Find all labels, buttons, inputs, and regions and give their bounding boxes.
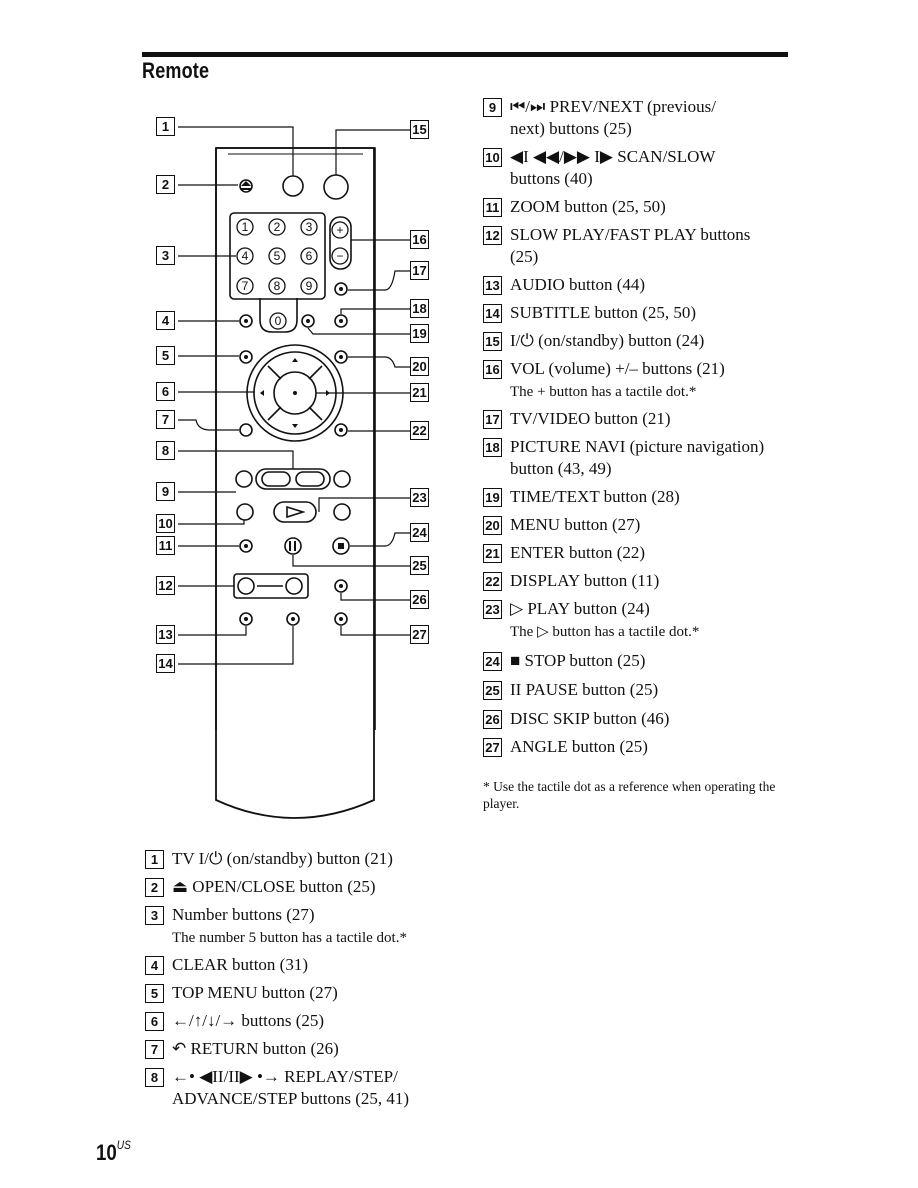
scan-fwd-button [333, 503, 351, 521]
eject-button [239, 179, 253, 193]
callout-left-14: 14 [156, 654, 175, 673]
angle-button [334, 612, 348, 626]
digit-8: 8 [274, 279, 281, 293]
page-number-suffix: US [116, 1138, 131, 1152]
callout-left-7: 7 [156, 410, 175, 429]
callout-left-9: 9 [156, 482, 175, 501]
callout-right-23: 23 [410, 488, 429, 507]
callout-left-11: 11 [156, 536, 175, 555]
remote-outline [215, 147, 375, 819]
time-text-button [301, 314, 315, 328]
callout-left-3: 3 [156, 246, 175, 265]
callout-right-26: 26 [410, 590, 429, 609]
digit-9: 9 [306, 279, 313, 293]
digit-3: 3 [306, 220, 313, 234]
header-rule [142, 52, 788, 57]
callout-right-19: 19 [410, 324, 429, 343]
digit-4: 4 [242, 249, 249, 263]
callout-left-10: 10 [156, 514, 175, 533]
callout-right-27: 27 [410, 625, 429, 644]
picture-navi-button [334, 314, 348, 328]
footnote: * Use the tactile dot as a reference whe… [483, 779, 776, 811]
disc-skip-button [334, 579, 348, 593]
stop-button [332, 537, 350, 555]
page-number: 10US [96, 1138, 131, 1166]
prev-button [235, 470, 253, 488]
subtitle-button [286, 612, 300, 626]
callout-left-1: 1 [156, 117, 175, 136]
callout-left-8: 8 [156, 441, 175, 460]
callout-left-5: 5 [156, 346, 175, 365]
vol-minus: − [336, 249, 343, 263]
callout-left-13: 13 [156, 625, 175, 644]
vol-frame [329, 216, 352, 270]
tv-power-button [282, 175, 304, 197]
audio-button [239, 612, 253, 626]
next-button [333, 470, 351, 488]
callout-right-16: 16 [410, 230, 429, 249]
callout-right-20: 20 [410, 357, 429, 376]
display-button [334, 423, 348, 437]
digit-1: 1 [242, 220, 249, 234]
zoom-button [239, 539, 253, 553]
return-button [239, 423, 253, 437]
digit-7: 7 [242, 279, 249, 293]
scan-back-button [236, 503, 254, 521]
top-menu-button [239, 350, 253, 364]
digit-0: 0 [275, 314, 282, 328]
tv-video-button [334, 282, 348, 296]
callout-left-2: 2 [156, 175, 175, 194]
callout-right-15: 15 [410, 120, 429, 139]
callout-left-4: 4 [156, 311, 175, 330]
digit-5: 5 [274, 249, 281, 263]
section-title: Remote [142, 58, 210, 83]
play-button [273, 501, 317, 523]
callout-right-18: 18 [410, 299, 429, 318]
callout-left-12: 12 [156, 576, 175, 595]
page-number-value: 10 [96, 1140, 117, 1165]
callout-right-17: 17 [410, 261, 429, 280]
callout-left-6: 6 [156, 382, 175, 401]
callout-right-21: 21 [410, 383, 429, 402]
power-button [323, 174, 349, 200]
menu-button [334, 350, 348, 364]
digit-2: 2 [274, 220, 281, 234]
digit-6: 6 [306, 249, 313, 263]
callout-right-22: 22 [410, 421, 429, 440]
eject-icon [241, 181, 251, 186]
pause-button [284, 537, 302, 555]
clear-button [239, 314, 253, 328]
callout-right-25: 25 [410, 556, 429, 575]
callout-right-24: 24 [410, 523, 429, 542]
vol-plus: + [336, 223, 343, 237]
